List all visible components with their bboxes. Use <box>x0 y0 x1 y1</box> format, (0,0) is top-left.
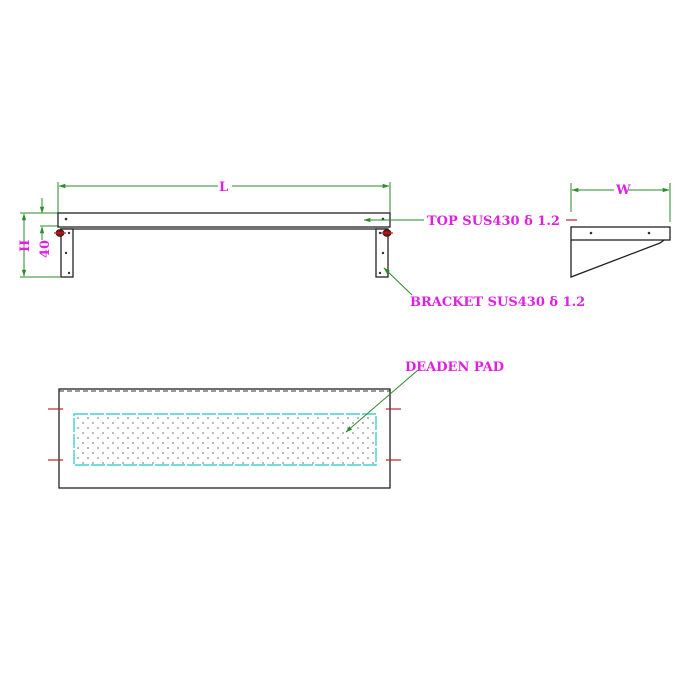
side-bracket <box>570 239 665 278</box>
height-dimension <box>20 212 60 278</box>
bracket-material-label: BRACKET SUS430 δ 1.2 <box>410 295 585 310</box>
top-shelf <box>57 212 391 228</box>
deaden-pad <box>73 413 377 466</box>
height-label: H <box>18 240 33 252</box>
bracket-callout <box>383 267 413 296</box>
width-label: W <box>615 183 631 198</box>
top-depth-label: 40 <box>38 240 53 258</box>
top-depth-dimension <box>39 198 58 240</box>
deaden-pad-label: DEADEN PAD <box>405 360 504 375</box>
bolt-left <box>54 229 66 237</box>
length-label: L <box>219 180 228 195</box>
deaden-pad-callout <box>345 369 419 433</box>
plan-view <box>48 388 401 489</box>
front-view: L H 40 <box>18 178 393 278</box>
side-shelf <box>570 226 671 241</box>
top-material-label: TOP SUS430 δ 1.2 <box>427 214 560 229</box>
bolt-right <box>381 229 393 237</box>
side-view <box>566 183 671 278</box>
length-dimension <box>57 178 391 214</box>
